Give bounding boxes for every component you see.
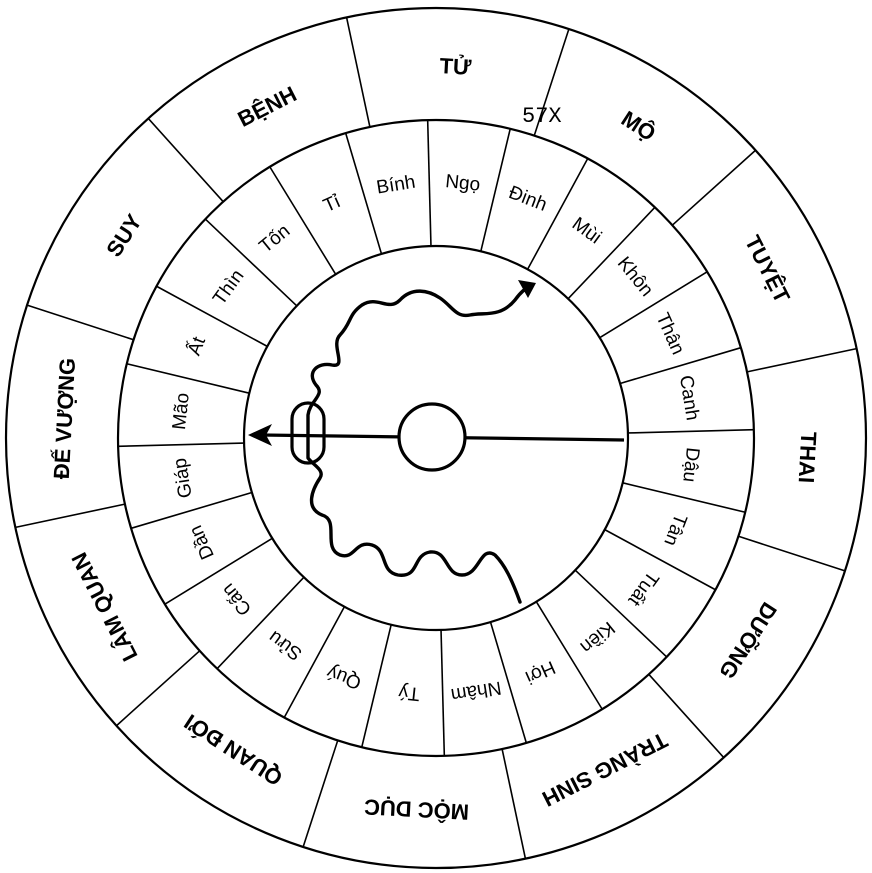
inner-sector-label: Mão: [169, 392, 194, 431]
inner-divider: [627, 428, 754, 434]
inner-sector-label: Nhâm: [449, 677, 502, 706]
inner-divider: [440, 629, 446, 756]
inner-divider: [489, 621, 528, 744]
inner-sector-label: Giáp: [170, 457, 197, 500]
outer-sector-label: MỘC DỤC: [363, 794, 469, 824]
outer-divider: [746, 347, 857, 373]
inner-sector-label: Tốn: [256, 221, 295, 258]
outer-sector-label: BỆNH: [234, 81, 301, 132]
inner-sector-label: Bính: [375, 172, 417, 199]
inner-divider: [526, 158, 589, 270]
route-arrowhead: [518, 280, 536, 298]
inner-divider: [130, 491, 253, 530]
inner-divider: [344, 132, 383, 255]
inner-divider: [283, 606, 346, 718]
inner-divider: [567, 206, 656, 300]
outer-divider: [115, 650, 201, 727]
inner-sector-label: Đinh: [506, 182, 550, 216]
inner-divider: [156, 285, 268, 348]
inner-sector-label: Ngọ: [444, 171, 481, 196]
inner-divider: [360, 624, 392, 748]
inner-sector-label: Dậu: [678, 446, 703, 483]
outer-sector-label: QUAN ĐỚI: [180, 709, 287, 791]
outer-sector-label: TUYỆT: [740, 231, 795, 307]
outer-divider: [345, 17, 371, 128]
inner-sector-label: Dần: [185, 522, 218, 562]
outer-sector-label: ĐẾ VƯỢNG: [49, 357, 80, 480]
inner-sector-label: Canh: [675, 374, 703, 422]
inner-ring-dividers: [118, 120, 754, 756]
inner-sector-label: Mùi: [568, 213, 605, 248]
inner-divider: [619, 346, 742, 385]
inner-divider: [426, 120, 432, 247]
outer-sector-label: SUY: [101, 209, 147, 261]
outer-sector-label: DƯỠNG: [714, 598, 782, 684]
inner-sector-label: Ất: [183, 333, 210, 358]
inner-sector-label: Tuất: [623, 567, 662, 610]
needle-sleeve: [290, 401, 326, 465]
outer-divider: [147, 117, 224, 203]
outer-divider: [738, 535, 846, 572]
inner-sector-label: Thìn: [209, 266, 248, 309]
wavy-route-line: [306, 283, 534, 604]
outer-divider: [648, 673, 725, 759]
inner-sector-label: Khôn: [613, 253, 657, 301]
inner-sector-label: Thân: [651, 310, 688, 358]
inner-divider: [126, 362, 250, 394]
inner-circle: [242, 244, 630, 632]
needle-arrowhead: [248, 424, 272, 446]
inner-sector-label: Quý: [324, 661, 365, 693]
outer-circle: [4, 6, 868, 870]
middle-circle: [116, 118, 756, 758]
outer-sector-label: TỬ: [439, 53, 473, 80]
inner-divider: [599, 271, 708, 339]
inner-divider: [604, 528, 716, 591]
inner-divider: [622, 482, 746, 514]
inner-divider: [535, 601, 603, 710]
inner-sector-label: Tân: [659, 511, 690, 549]
outer-divider: [671, 149, 757, 226]
inner-sector-label: Kiền: [576, 617, 619, 657]
inner-divider: [164, 537, 273, 605]
inner-sector-label: Cấn: [218, 579, 256, 619]
outer-sector-label: MỘ: [617, 106, 660, 146]
outer-ring-dividers: [15, 17, 857, 859]
inner-sector-label: Hợi: [522, 656, 558, 688]
inner-divider: [574, 569, 668, 658]
inner-divider: [216, 576, 305, 670]
inner-sector-label: Tỉ: [320, 191, 344, 217]
annotation-code: 57X: [522, 104, 562, 129]
inner-sector-label: Sửu: [265, 626, 306, 664]
compass-hub: [397, 402, 467, 472]
outer-divider: [26, 304, 134, 341]
inner-divider: [480, 128, 512, 252]
inner-divider: [118, 442, 245, 448]
inner-divider: [204, 218, 298, 307]
outer-divider: [302, 740, 339, 848]
inner-sector-label: Tý: [397, 681, 421, 704]
outer-divider: [501, 748, 527, 859]
outer-sector-label: TRÀNG SINH: [538, 727, 671, 811]
outer-divider: [533, 28, 570, 136]
outer-sector-label: THAI: [794, 431, 822, 484]
outer-sector-label: LÂM QUAN: [66, 548, 142, 665]
inner-divider: [269, 166, 337, 275]
outer-divider: [15, 503, 126, 529]
